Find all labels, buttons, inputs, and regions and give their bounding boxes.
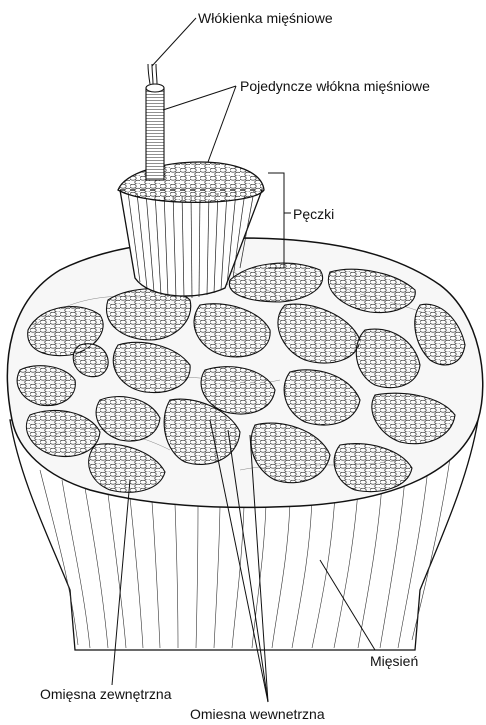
label-perimysium: Omiesna wewnetrzna xyxy=(190,706,325,722)
label-myofibril: Włókienka mięśniowe xyxy=(198,10,333,26)
label-muscle: Mięsień xyxy=(370,653,418,669)
label-epimysium: Omięsna zewnętrzna xyxy=(40,686,172,702)
label-fascicles: Pęczki xyxy=(293,206,334,222)
label-single-fibers: Pojedyncze włókna mięśniowe xyxy=(240,78,430,94)
single-fiber xyxy=(146,84,164,180)
myofibril-strands xyxy=(148,64,157,84)
